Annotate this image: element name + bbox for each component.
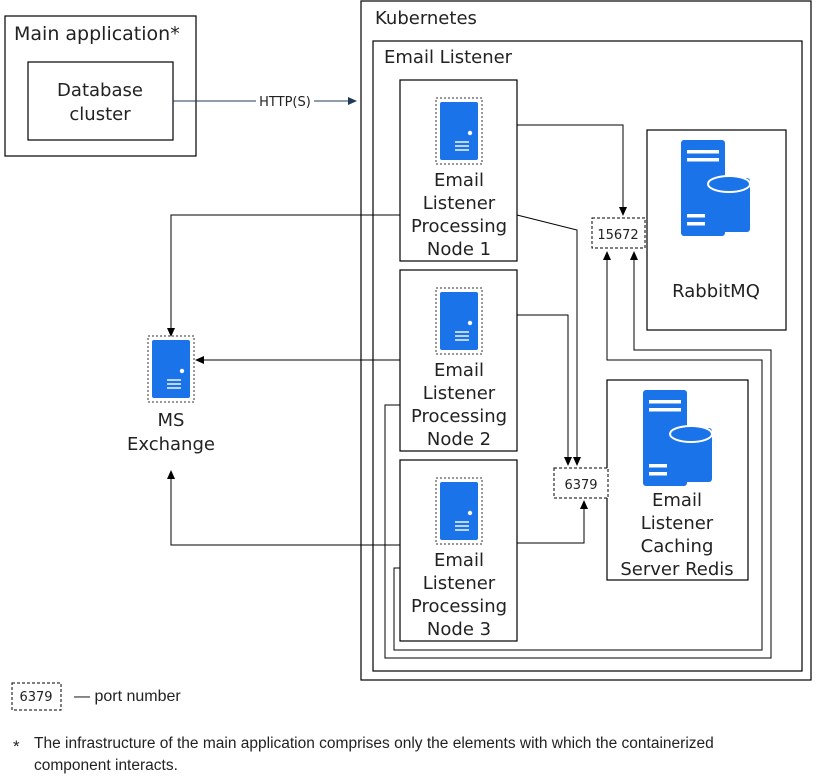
- footnote-line1: The infrastructure of the main applicati…: [34, 735, 714, 752]
- exchange-label-line1: MS: [158, 410, 185, 431]
- edge-node2-redis: [517, 314, 572, 466]
- node3-label-line4: Node 3: [427, 619, 491, 640]
- redis-label-line3: Caching: [641, 536, 714, 557]
- email-listener-title: Email Listener: [384, 47, 513, 68]
- footnote-star: *: [13, 737, 20, 756]
- redis-label-line4: Server Redis: [620, 559, 733, 580]
- node1-label-line1: Email: [434, 170, 484, 191]
- main-application-title: Main application*: [14, 23, 180, 45]
- node1-label-line4: Node 1: [427, 239, 491, 260]
- database-label-line1: Database: [57, 80, 143, 101]
- redis-port-number: 6379: [564, 478, 597, 493]
- legend: 6379 — port number: [11, 682, 181, 711]
- edge-loop-outer-rabbit: [384, 251, 772, 659]
- database-label-line2: cluster: [69, 104, 131, 125]
- processing-node-1: Email Listener Processing Node 1: [399, 79, 518, 262]
- database-cluster-box: Database cluster: [27, 61, 174, 141]
- edge-loop-inner-rabbit: [393, 251, 763, 651]
- processing-node-2: Email Listener Processing Node 2: [399, 269, 518, 452]
- node1-label-line2: Listener: [423, 193, 496, 214]
- connection-lines: [167, 97, 772, 659]
- processing-node-3: Email Listener Processing Node 3: [399, 459, 518, 642]
- node2-label-line1: Email: [434, 360, 484, 381]
- redis-box: Email Listener Caching Server Redis: [606, 379, 749, 581]
- redis-label-line2: Listener: [641, 513, 714, 534]
- rabbitmq-label: RabbitMQ: [672, 281, 760, 302]
- footnote-line2: component interacts.: [34, 757, 178, 774]
- rabbitmq-box: RabbitMQ: [646, 129, 787, 331]
- rabbitmq-port: 15672: [591, 217, 646, 249]
- redis-port: 6379: [553, 467, 609, 499]
- node2-label-line3: Processing: [411, 406, 507, 427]
- node2-label-line2: Listener: [423, 383, 496, 404]
- rabbitmq-port-number: 15672: [597, 228, 638, 243]
- kubernetes-title: Kubernetes: [375, 8, 477, 29]
- exchange-server-icon: [147, 335, 195, 403]
- edge-node3-exchange: [167, 470, 400, 546]
- redis-label-line1: Email: [652, 490, 702, 511]
- edge-node3-redis: [517, 500, 588, 544]
- legend-text: — port number: [74, 688, 181, 705]
- http-label-text: HTTP(S): [259, 95, 311, 110]
- node1-label-line3: Processing: [411, 216, 507, 237]
- exchange-label-line2: Exchange: [127, 434, 215, 455]
- node2-label-line4: Node 2: [427, 429, 491, 450]
- node3-label-line3: Processing: [411, 596, 507, 617]
- node3-label-line2: Listener: [423, 573, 496, 594]
- edge-node1-exchange: [167, 214, 400, 337]
- footnote: * The infrastructure of the main applica…: [13, 735, 714, 774]
- node3-label-line1: Email: [434, 550, 484, 571]
- edge-node1-rabbit: [517, 124, 627, 216]
- ms-exchange: MS Exchange: [127, 335, 215, 455]
- legend-port-sample: 6379: [19, 690, 52, 705]
- edge-node1-redis: [516, 214, 581, 466]
- http-label: HTTP(S): [256, 92, 314, 110]
